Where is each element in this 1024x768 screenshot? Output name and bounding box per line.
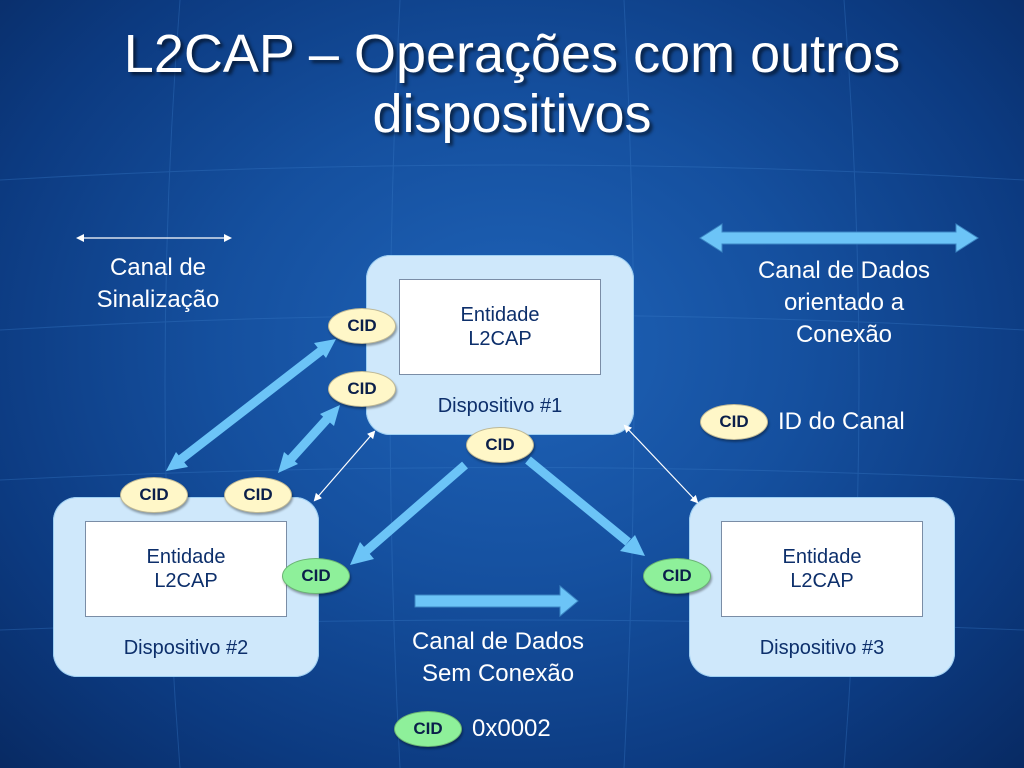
device-3-label: Dispositivo #3 xyxy=(759,637,885,659)
cid-badge-dev1-b: CID xyxy=(328,371,396,407)
arrow-dev1-dev2-upper xyxy=(177,346,325,464)
cid-badge-legend: CID xyxy=(700,404,768,440)
cid-badge-dev2-b: CID xyxy=(224,477,292,513)
legend-signaling-text: Canal de Sinalização xyxy=(60,252,256,316)
device-2-label: Dispositivo #2 xyxy=(123,637,249,659)
device-2-entity-line2: L2CAP xyxy=(154,570,218,592)
title-line-1: L2CAP – Operações com outros xyxy=(123,24,901,84)
cid-badge-legend-green: CID xyxy=(394,711,462,747)
signaling-dev1-dev2 xyxy=(313,430,376,502)
legend-channel-id-text: ID do Canal xyxy=(778,408,905,435)
legend-co-line1: Canal de Dados xyxy=(757,257,931,284)
legend-signaling-line1: Canal de xyxy=(109,254,207,281)
device-3-entity-line1: Entidade xyxy=(782,546,862,568)
legend-connection-oriented-text: Canal de Dados orientado a Conexão xyxy=(716,255,972,351)
arrow-dev1-to-dev2-connectionless xyxy=(362,461,468,556)
device-1-entity: Entidade L2CAP xyxy=(399,279,601,375)
device-1-entity-line1: Entidade xyxy=(460,304,540,326)
legend-cl-line2: Sem Conexão xyxy=(421,660,575,687)
title-line-2: dispositivos xyxy=(372,84,652,144)
device-2-entity-line1: Entidade xyxy=(146,546,226,568)
cid-badge-dev2-green: CID xyxy=(282,558,350,594)
device-3-entity: Entidade L2CAP xyxy=(721,521,923,617)
legend-connectionless-cid-value: 0x0002 xyxy=(472,715,551,742)
page-title: L2CAP – Operações com outros dispositivo… xyxy=(20,24,1004,144)
legend-connection-oriented-arrow xyxy=(699,223,979,253)
arrow-dev1-dev2-lower xyxy=(286,414,332,464)
cid-badge-dev2-a: CID xyxy=(120,477,188,513)
device-1-label: Dispositivo #1 xyxy=(437,395,563,417)
signaling-dev1-dev3 xyxy=(623,424,699,504)
legend-co-line3: Conexão xyxy=(795,321,893,348)
cid-badge-dev3-green: CID xyxy=(643,558,711,594)
legend-signaling-line2: Sinalização xyxy=(96,286,220,313)
legend-connectionless-arrow xyxy=(414,584,579,618)
legend-co-line2: orientado a xyxy=(783,289,905,316)
legend-cl-line1: Canal de Dados xyxy=(411,628,585,655)
cid-badge-dev1-a: CID xyxy=(328,308,396,344)
device-3-entity-line2: L2CAP xyxy=(790,570,854,592)
legend-connectionless-text: Canal de Dados Sem Conexão xyxy=(372,626,624,690)
arrow-dev1-to-dev3-connectionless xyxy=(525,456,631,546)
cid-badge-dev1-c: CID xyxy=(466,427,534,463)
device-2-entity: Entidade L2CAP xyxy=(85,521,287,617)
device-1-entity-line2: L2CAP xyxy=(468,328,532,350)
